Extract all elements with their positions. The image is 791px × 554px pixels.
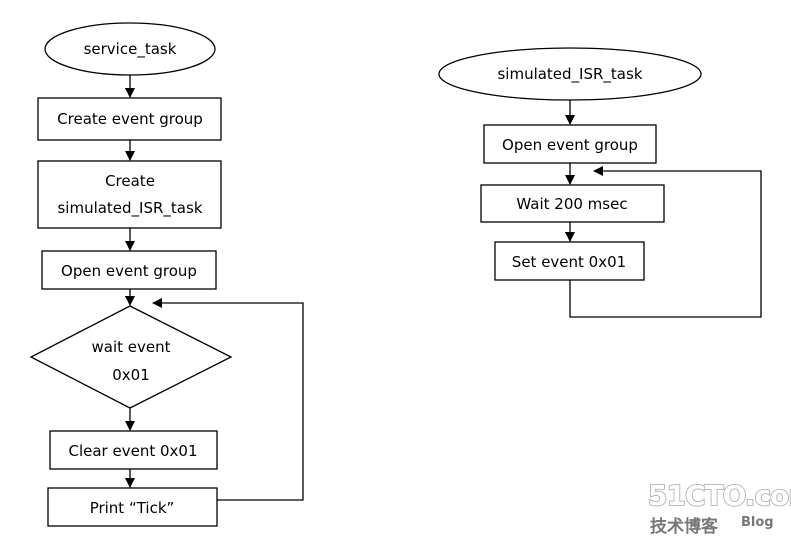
start-ellipse-service-task [44, 22, 216, 76]
watermark-blog-text: Blog [741, 515, 774, 530]
box-open-event-group-left [41, 250, 217, 290]
label-wait-event-line2: 0x01 [112, 366, 150, 384]
start-ellipse-simulated-isr-task [438, 47, 702, 101]
label-wait-200-msec: Wait 200 msec [516, 195, 627, 213]
box-create-simulated-isr-task [37, 160, 222, 229]
box-wait-200-msec [480, 184, 665, 223]
box-print-tick [47, 487, 218, 527]
label-open-event-group-right: Open event group [502, 136, 638, 154]
box-clear-event [49, 430, 218, 470]
decision-wait-event [29, 305, 233, 409]
label-print-tick: Print “Tick” [90, 499, 175, 517]
loop-back-connector-right [569, 166, 762, 318]
watermark-site-text: 51CTO.com [648, 479, 791, 512]
loop-back-connector-left [152, 298, 304, 501]
label-service-task: service_task [84, 40, 177, 59]
label-create-line2: simulated_ISR_task [57, 199, 202, 218]
watermark-label-text: 技术博客 [650, 516, 719, 537]
label-create-line1: Create [105, 172, 155, 190]
right-flowchart [438, 47, 762, 318]
label-simulated-isr-task: simulated_ISR_task [497, 65, 642, 84]
label-wait-event-line1: wait event [92, 338, 171, 356]
right-flowchart-labels: simulated_ISR_task Open event group Wait… [497, 65, 642, 271]
left-flowchart-labels: service_task Create event group Create s… [57, 40, 203, 517]
box-open-event-group-right [483, 124, 657, 164]
label-open-event-group-left: Open event group [61, 262, 197, 280]
watermark-51cto-logo: 51CTO.com 技术博客 Blog [647, 478, 791, 537]
box-create-event-group [37, 97, 222, 141]
label-set-event: Set event 0x01 [512, 253, 626, 271]
label-create-event-group: Create event group [57, 110, 203, 128]
left-flowchart [29, 22, 304, 527]
box-set-event [494, 241, 645, 281]
label-clear-event: Clear event 0x01 [69, 442, 198, 460]
